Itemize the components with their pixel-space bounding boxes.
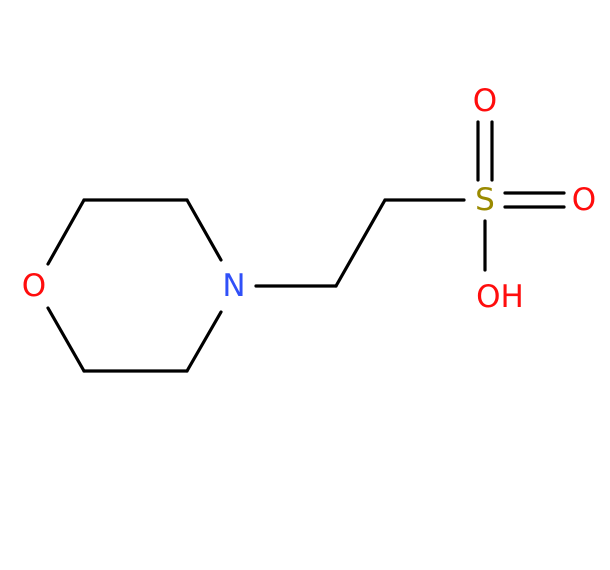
bond-c-o-lower bbox=[46, 306, 86, 373]
bond-o-c-upper bbox=[46, 198, 86, 266]
ring-nitrogen-label: N bbox=[222, 268, 245, 304]
bond-ch2-ch2 bbox=[334, 198, 387, 288]
ring-oxygen-label: O bbox=[22, 268, 46, 304]
sulfonyl-oxygen-right-label: O bbox=[572, 182, 596, 218]
sulfonyl-oxygen-top-label: O bbox=[473, 83, 497, 119]
bond-n-c-lower bbox=[185, 310, 223, 373]
hydroxyl-label: OH bbox=[476, 279, 524, 315]
sulfur-label: S bbox=[475, 182, 495, 218]
bond-c-n-upper bbox=[185, 198, 223, 262]
